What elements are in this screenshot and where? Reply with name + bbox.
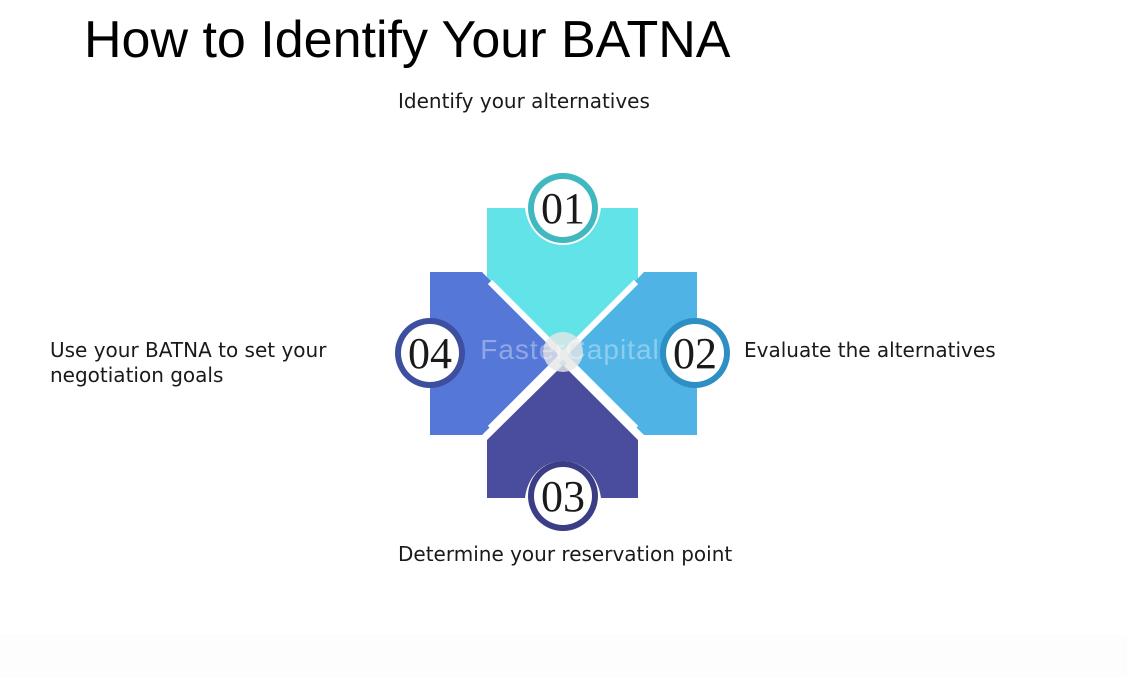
step-1-number: 01 — [541, 184, 585, 233]
page-title: How to Identify Your BATNA — [84, 11, 731, 69]
step-3-arrow — [487, 365, 638, 498]
step-3-label: Determine your reservation point — [398, 542, 733, 566]
step-4-badge: 04 — [395, 318, 465, 388]
step-1-badge: 01 — [528, 173, 598, 243]
step-2-number: 02 — [673, 329, 717, 378]
step-3-number: 03 — [541, 472, 585, 521]
bottom-band — [0, 634, 1127, 678]
step-2-label: Evaluate the alternatives — [744, 338, 996, 362]
center-hub — [543, 332, 583, 372]
step-2-arrow — [563, 272, 697, 435]
batna-cross-diagram: 01 02 03 04 — [395, 173, 730, 531]
step-4-label: Use your BATNA to set your negotiation g… — [50, 338, 327, 387]
step-3-badge: 03 — [528, 461, 598, 531]
step-4-arrow — [430, 272, 563, 435]
watermark: FasterCapital — [480, 334, 660, 365]
step-2-badge: 02 — [660, 318, 730, 388]
step-4-number: 04 — [408, 329, 452, 378]
step-1-label: Identify your alternatives — [398, 89, 650, 113]
